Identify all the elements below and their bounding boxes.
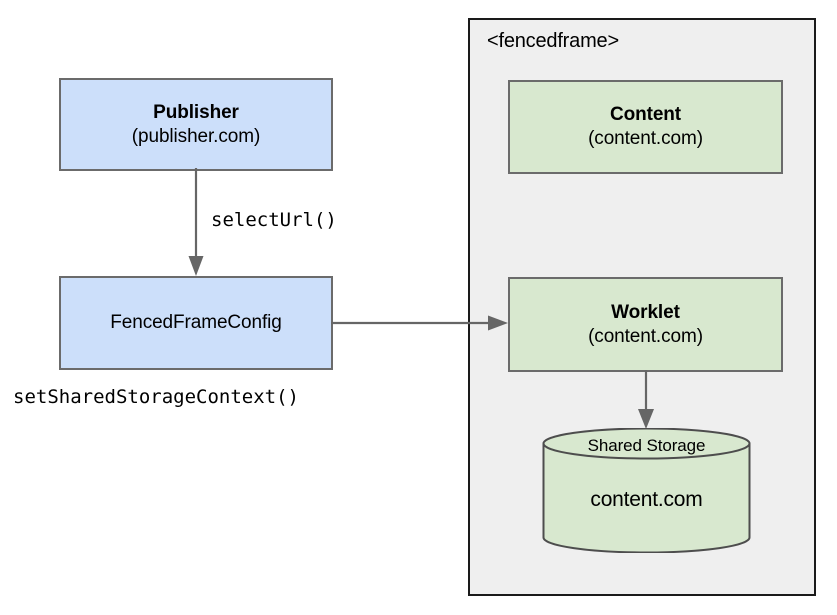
edge-publisher-to-fencedframeconfig — [188, 168, 204, 276]
node-publisher-title: Publisher — [153, 101, 239, 123]
node-worklet-title: Worklet — [611, 301, 680, 323]
shared-storage-body-label: content.com — [590, 488, 703, 511]
node-content[interactable]: Content (content.com) — [508, 80, 783, 174]
node-content-title: Content — [609, 104, 682, 126]
node-shared-storage[interactable]: Shared Storage content.com — [542, 428, 751, 553]
node-publisher[interactable]: Publisher (publisher.com) — [59, 78, 333, 171]
edge-worklet-to-shared-storage — [638, 370, 654, 429]
cylinder-shape — [542, 428, 751, 553]
node-content-subtitle: (content.com) — [588, 128, 703, 149]
node-fenced-frame-config[interactable]: FencedFrameConfig — [59, 276, 333, 370]
edge-fencedframeconfig-to-worklet — [331, 315, 508, 331]
edge-label-select-url: selectUrl() — [211, 209, 337, 231]
node-worklet[interactable]: Worklet (content.com) — [508, 277, 783, 372]
shared-storage-top-label: Shared Storage — [587, 436, 706, 455]
node-worklet-subtitle: (content.com) — [588, 325, 703, 347]
label-set-shared-storage-context: setSharedStorageContext() — [13, 386, 299, 408]
fencedframe-label: <fencedframe> — [487, 30, 619, 52]
node-publisher-subtitle: (publisher.com) — [131, 125, 261, 147]
node-fenced-frame-config-title: FencedFrameConfig — [110, 312, 282, 334]
